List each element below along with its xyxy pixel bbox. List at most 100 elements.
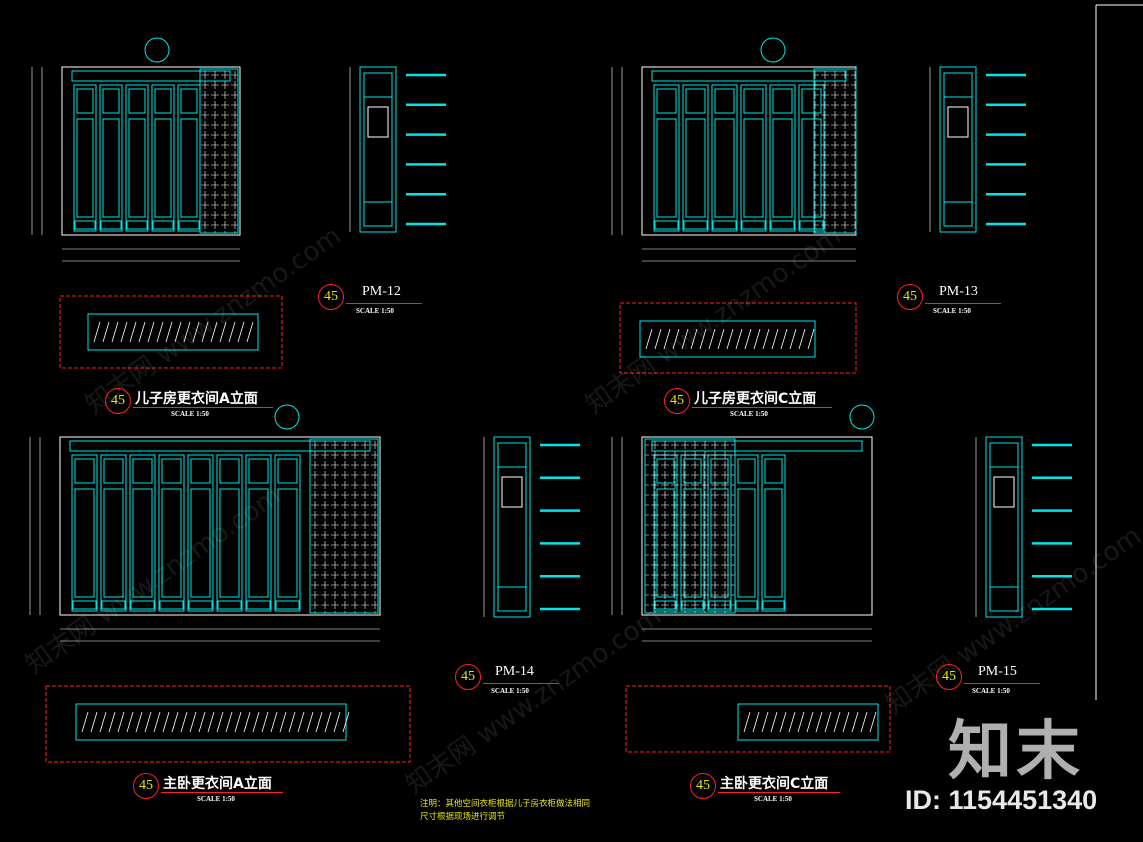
elevation-master-c-drawer bbox=[762, 600, 785, 610]
section-son-a-outline bbox=[359, 66, 397, 233]
plan-master-a-hanger bbox=[108, 711, 116, 733]
plan-master-a-hanger bbox=[90, 711, 98, 733]
elevation-master-a-lower-panel bbox=[277, 488, 298, 598]
elevation-master-a-lower-panel bbox=[248, 488, 269, 598]
plan-son-c-hanger bbox=[744, 328, 752, 350]
elevation-son-c-lower-panel bbox=[772, 118, 793, 218]
plan-scale: SCALE 1:50 bbox=[754, 795, 792, 803]
drawing-code: PM-14 bbox=[495, 664, 534, 679]
plan-master-a-hanger bbox=[117, 711, 125, 733]
plan-master-c-hanger bbox=[815, 711, 823, 733]
elevation-master-a-drawer bbox=[188, 600, 213, 610]
elevation-son-a-hatch-panel bbox=[199, 68, 239, 234]
plan-master-a-hanger bbox=[153, 711, 161, 733]
elevation-son-c-marker bbox=[760, 37, 786, 63]
plan-master-c-hanger bbox=[752, 711, 760, 733]
elevation-master-c-marker bbox=[849, 404, 875, 430]
elevation-master-a-lower-panel bbox=[74, 488, 95, 598]
plan-title-underline bbox=[718, 792, 840, 793]
plan-son-a-hanger bbox=[210, 321, 218, 343]
plan-number-circle: 45 bbox=[664, 388, 690, 414]
elevation-master-a-lower-panel bbox=[161, 488, 182, 598]
elevation-master-a-drawer bbox=[130, 600, 155, 610]
plan-master-a-hanger bbox=[324, 711, 332, 733]
plan-master-a-hanger bbox=[279, 711, 287, 733]
plan-son-c-hanger bbox=[735, 328, 743, 350]
elevation-master-a-marker bbox=[274, 404, 300, 430]
plan-son-c-rail bbox=[639, 320, 816, 358]
drawing-code: PM-12 bbox=[362, 284, 401, 299]
plan-master-c-hanger bbox=[779, 711, 787, 733]
drawing-underline bbox=[925, 303, 1001, 304]
elevation-son-c-door bbox=[711, 84, 738, 232]
elevation-son-c-door bbox=[740, 84, 767, 232]
elevation-master-a-door bbox=[129, 454, 156, 612]
plan-son-a-rail bbox=[87, 313, 259, 351]
plan-master-a-hanger bbox=[207, 711, 215, 733]
elevation-son-a-upper-panel bbox=[102, 88, 120, 114]
section-master-c-garment bbox=[993, 476, 1015, 508]
section-master-a-garment bbox=[501, 476, 523, 508]
plan-master-c-hanger bbox=[743, 711, 751, 733]
drawing-number-circle: 45 bbox=[318, 284, 344, 310]
elevation-master-a-upper-panel bbox=[132, 458, 153, 484]
plan-son-c-hanger bbox=[690, 328, 698, 350]
plan-son-c-hanger bbox=[681, 328, 689, 350]
elevation-son-c-lower-panel bbox=[743, 118, 764, 218]
plan-master-a-hanger bbox=[315, 711, 323, 733]
plan-son-a-hanger bbox=[237, 321, 245, 343]
section-son-a-garment bbox=[367, 106, 389, 138]
elevation-son-a-outline bbox=[61, 66, 241, 236]
elevation-son-a-drawer bbox=[178, 220, 200, 230]
drawing-scale: SCALE 1:50 bbox=[491, 687, 529, 695]
elevation-master-a-door bbox=[187, 454, 214, 612]
plan-title-underline bbox=[133, 407, 273, 408]
section-son-a-inner bbox=[363, 72, 393, 227]
elevation-master-a-drawer bbox=[217, 600, 242, 610]
plan-son-a-hanger bbox=[138, 321, 146, 343]
plan-son-a-frame bbox=[59, 295, 283, 369]
elevation-son-a-lower-panel bbox=[180, 118, 198, 218]
drawing-code: PM-13 bbox=[939, 284, 978, 299]
plan-son-c-hanger bbox=[753, 328, 761, 350]
elevation-son-a-upper-panel bbox=[154, 88, 172, 114]
elevation-son-a-drawer bbox=[74, 220, 96, 230]
plan-master-a-hanger bbox=[270, 711, 278, 733]
section-son-c-inner bbox=[943, 72, 973, 227]
elevation-son-c-door bbox=[769, 84, 796, 232]
plan-son-c-hanger bbox=[780, 328, 788, 350]
plan-master-c-hanger bbox=[833, 711, 841, 733]
elevation-master-a-lower-panel bbox=[190, 488, 211, 598]
plan-son-a-hanger bbox=[102, 321, 110, 343]
plan-master-a-hanger bbox=[288, 711, 296, 733]
plan-number-circle: 45 bbox=[105, 388, 131, 414]
plan-master-a-hanger bbox=[189, 711, 197, 733]
plan-master-c-hanger bbox=[869, 711, 877, 733]
plan-son-a-hanger bbox=[111, 321, 119, 343]
elevation-son-c-drawer bbox=[770, 220, 795, 230]
elevation-son-c-upper-panel bbox=[656, 88, 677, 114]
plan-master-a-hanger bbox=[144, 711, 152, 733]
elevation-master-c-hatch-panel bbox=[644, 438, 736, 614]
elevation-master-a-upper-panel bbox=[219, 458, 240, 484]
elevation-son-a-drawer bbox=[100, 220, 122, 230]
plan-title-text: 儿子房更衣间A立面 bbox=[135, 391, 258, 407]
drawing-scale: SCALE 1:50 bbox=[933, 307, 971, 315]
plan-number-circle: 45 bbox=[133, 773, 159, 799]
plan-son-a-hanger bbox=[165, 321, 173, 343]
plan-master-a-frame bbox=[45, 685, 411, 763]
plan-son-c-hanger bbox=[645, 328, 653, 350]
plan-son-a-hanger bbox=[93, 321, 101, 343]
elevation-master-a-lower-panel bbox=[132, 488, 153, 598]
elevation-master-a-drawer bbox=[159, 600, 184, 610]
plan-son-a-hanger bbox=[201, 321, 209, 343]
plan-master-c-hanger bbox=[860, 711, 868, 733]
elevation-son-c-lower-panel bbox=[656, 118, 677, 218]
elevation-master-c-upper-panel bbox=[737, 458, 756, 484]
elevation-master-a-upper-panel bbox=[74, 458, 95, 484]
elevation-master-c-door bbox=[761, 454, 786, 612]
plan-master-c-hanger bbox=[770, 711, 778, 733]
elevation-son-c-door bbox=[653, 84, 680, 232]
plan-scale: SCALE 1:50 bbox=[730, 410, 768, 418]
plan-master-a-hanger bbox=[306, 711, 314, 733]
